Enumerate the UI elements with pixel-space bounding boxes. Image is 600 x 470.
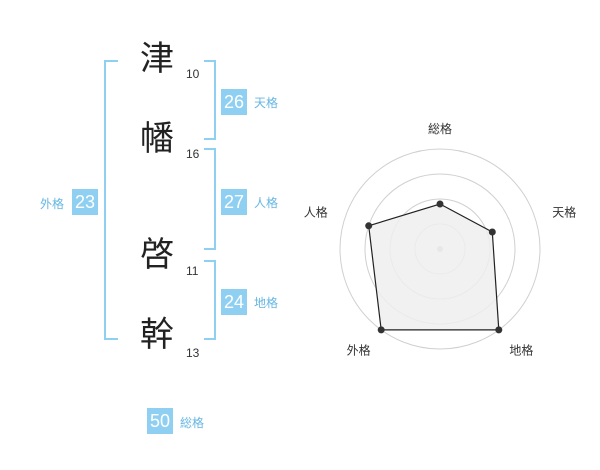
name-char-3: 啓 (140, 235, 174, 275)
chikaku-label: 地格 (254, 296, 279, 310)
radar-axis-label-1: 天格 (552, 205, 576, 220)
radar-ring-4 (339, 148, 541, 350)
chikaku-value: 24 (221, 289, 247, 315)
radar-axis-label-3: 外格 (347, 343, 371, 358)
gaikaku-label: 外格 (40, 197, 65, 211)
radar-point-1 (488, 228, 496, 236)
tenkaku-value: 26 (221, 89, 247, 115)
radar-axis-label-2: 地格 (509, 343, 533, 358)
soukaku-value: 50 (147, 408, 173, 434)
gaikaku-value: 23 (72, 189, 98, 215)
stroke-count-3: 11 (186, 264, 199, 278)
tenkaku-label: 天格 (254, 96, 279, 110)
radar-data-polygon (368, 203, 500, 331)
radar-axis-label-4: 人格 (304, 205, 328, 220)
jinkaku-value: 27 (221, 189, 247, 215)
soukaku-label: 総格 (180, 416, 205, 430)
radar-point-3 (377, 326, 385, 334)
jinkaku-bracket (204, 148, 216, 250)
stroke-count-2: 16 (186, 147, 200, 161)
stroke-count-1: 10 (186, 67, 200, 81)
name-char-4: 幹 (140, 315, 174, 355)
radar-data-points (365, 200, 503, 334)
name-char-2: 幡 (140, 119, 174, 159)
radar-point-4 (365, 222, 373, 230)
tenkaku-bracket (204, 60, 216, 140)
stroke-count-4: 13 (186, 346, 200, 360)
jinkaku-label: 人格 (254, 196, 279, 210)
radar-point-2 (495, 326, 503, 334)
chikaku-bracket (204, 260, 216, 340)
radar-point-0 (436, 200, 444, 208)
name-char-1: 津 (140, 39, 174, 79)
gaikaku-bracket (104, 60, 118, 340)
radar-axis-label-0: 総格 (428, 121, 452, 136)
